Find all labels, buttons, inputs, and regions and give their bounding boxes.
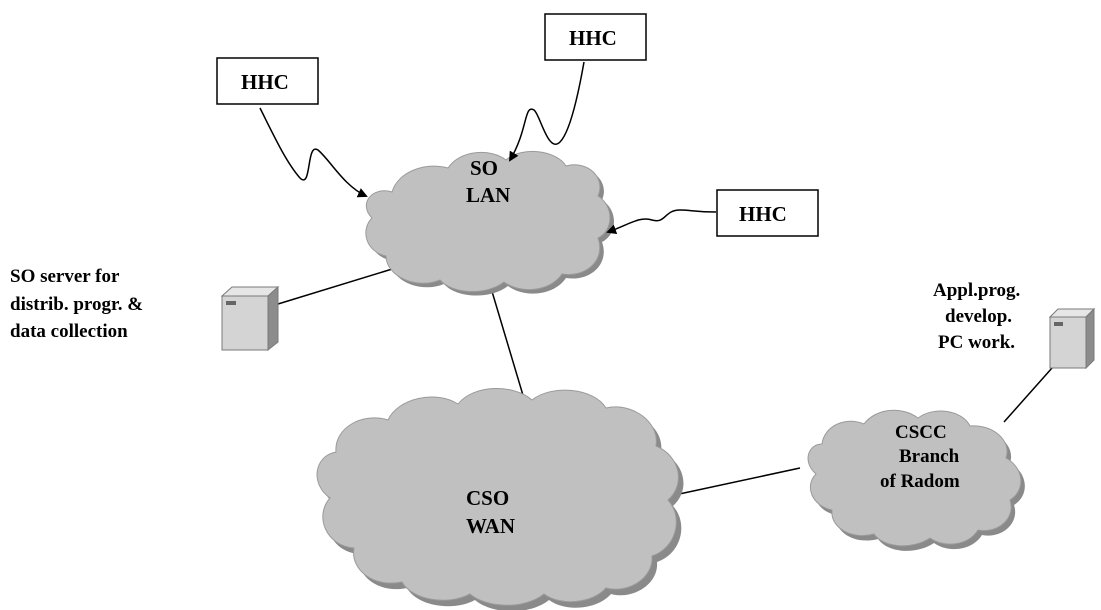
link-so-lan-to-cso-wan xyxy=(487,277,529,413)
hhc-left-label: HHC xyxy=(241,70,289,94)
cso-wan-label-line2: WAN xyxy=(466,514,515,538)
so-lan-label-line1: SO xyxy=(470,156,498,180)
hhc-box-top: HHC xyxy=(544,13,647,61)
so-lan-label-line2: LAN xyxy=(466,183,510,207)
cscc-radom-cloud: CSCC Branch of Radom xyxy=(807,409,1025,551)
so-lan-cloud: SO LAN xyxy=(365,150,614,296)
so-server-label-line1: SO server for xyxy=(10,266,120,287)
pc-label-line1: Appl.prog. xyxy=(933,280,1020,301)
hhc-box-left: HHC xyxy=(216,57,319,105)
cscc-label-line3: of Radom xyxy=(880,471,960,492)
cscc-label-line2: Branch xyxy=(899,446,960,467)
wireless-link-hhc-top xyxy=(508,61,585,162)
so-server-label-line3: data collection xyxy=(10,321,128,342)
hhc-right-label: HHC xyxy=(739,202,787,226)
wireless-link-hhc-right xyxy=(606,209,717,234)
pc-label-line3: PC work. xyxy=(938,332,1015,353)
hhc-box-right: HHC xyxy=(716,189,819,237)
pc-label-line2: develop. xyxy=(945,306,1012,327)
wireless-link-hhc-left xyxy=(259,107,368,198)
pc-workstation-icon xyxy=(1048,307,1096,370)
cso-wan-cloud: CSO WAN xyxy=(316,388,684,610)
link-server-to-so-lan xyxy=(277,265,403,305)
hhc-top-label: HHC xyxy=(569,26,617,50)
link-pc-to-cscc xyxy=(1003,367,1053,423)
so-server-label-line2: distrib. progr. & xyxy=(10,294,143,315)
cso-wan-label-line1: CSO xyxy=(466,486,509,510)
so-server-icon xyxy=(220,285,280,352)
link-cso-wan-to-cscc xyxy=(669,467,801,497)
cscc-label-line1: CSCC xyxy=(895,422,947,443)
